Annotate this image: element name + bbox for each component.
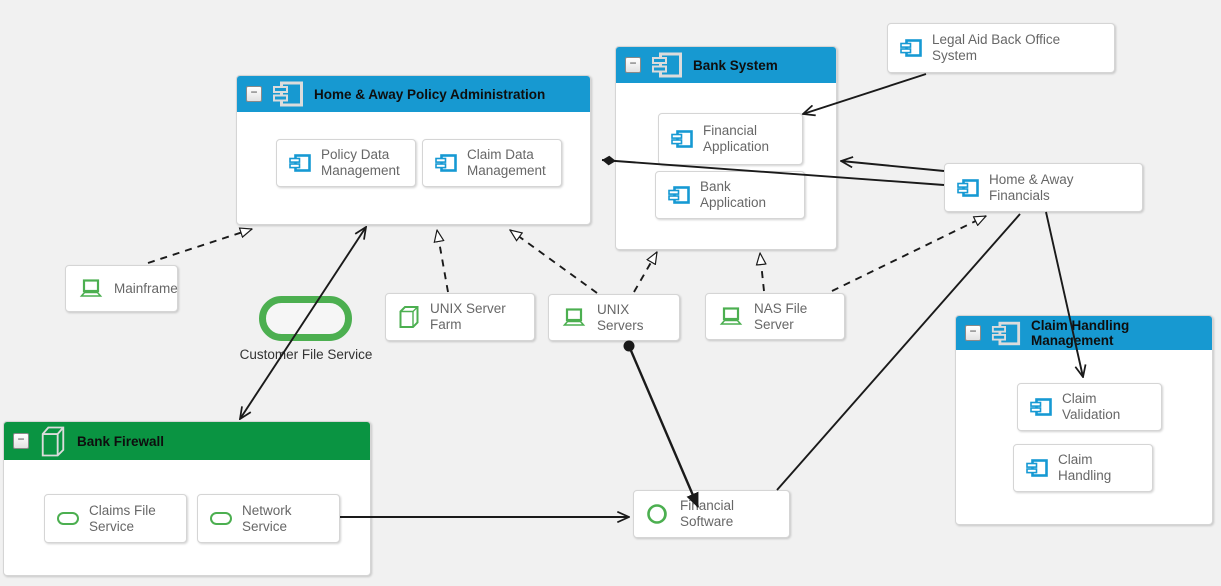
node-network-service[interactable]: Network Service — [197, 494, 340, 543]
pill-icon — [57, 512, 79, 525]
edge-unix-servers-to-bank-system — [633, 252, 658, 293]
container-header[interactable]: − Home & Away Policy Administration — [237, 76, 590, 112]
node-financial-application[interactable]: Financial Application — [658, 113, 803, 165]
edge-mainframe-to-policy-administration — [147, 229, 252, 264]
node-label: Claim Validation — [1062, 391, 1121, 422]
collapse-button[interactable]: − — [13, 433, 29, 449]
edge-nas-file-server-to-bank-system — [760, 253, 764, 292]
container-title: Bank System — [693, 57, 778, 73]
customer-file-service-label: Customer File Service — [239, 347, 373, 362]
container-policy-administration[interactable]: − Home & Away Policy Administration Poli… — [236, 75, 591, 225]
pill-icon — [210, 512, 232, 525]
node-label: Bank Application — [700, 179, 767, 210]
edge-unix-server-farm-to-policy-administration — [437, 230, 449, 293]
node-label: Claim Data Management — [467, 147, 546, 178]
node-claims-file-service[interactable]: Claims File Service — [44, 494, 187, 543]
node-label: Legal Aid Back Office System — [932, 32, 1061, 63]
junction-dot — [623, 340, 635, 352]
interface-circle-icon — [646, 502, 670, 526]
edge-unix-servers-to-financial-software — [627, 345, 700, 508]
component-icon — [991, 321, 1021, 346]
node-label: UNIX Server Farm — [430, 301, 506, 332]
laptop-icon — [78, 279, 104, 298]
container-header[interactable]: − Bank Firewall — [4, 422, 370, 460]
edge-unix-servers-to-policy-administration — [510, 230, 598, 294]
collapse-button[interactable]: − — [965, 325, 981, 341]
node-label: Claim Handling — [1058, 452, 1112, 483]
component-icon — [289, 154, 311, 172]
node-claim-validation[interactable]: Claim Validation — [1017, 383, 1162, 431]
customer-file-service-shape[interactable] — [259, 296, 352, 341]
container-bank-system[interactable]: − Bank System Financial Application — [615, 46, 837, 250]
laptop-icon — [718, 307, 744, 326]
component-icon — [1026, 459, 1048, 477]
component-icon — [435, 154, 457, 172]
node-label: Claims File Service — [89, 502, 156, 534]
component-icon — [668, 186, 690, 204]
component-icon — [272, 81, 304, 107]
node-nas-file-server[interactable]: NAS File Server — [705, 293, 845, 340]
node-label: Network Service — [242, 502, 292, 534]
container-title: Bank Firewall — [77, 433, 165, 449]
container-header[interactable]: − Bank System — [616, 47, 836, 83]
node-label: UNIX Servers — [597, 301, 644, 333]
edge-nas-file-server-to-home-away-financials — [831, 215, 986, 292]
node-claim-data-management[interactable]: Claim Data Management — [422, 139, 562, 187]
node-label: NAS File Server — [754, 300, 808, 332]
edge-home-away-financials-to-bank-system — [841, 161, 945, 172]
node-label: Policy Data Management — [321, 147, 400, 178]
component-icon — [651, 52, 683, 78]
container-header[interactable]: − Claim Handling Management — [956, 316, 1212, 350]
node-financial-software[interactable]: Financial Software — [633, 490, 790, 538]
container-title: Claim Handling Management — [1031, 318, 1130, 348]
container-bank-firewall[interactable]: − Bank Firewall Claims File Service — [3, 421, 371, 576]
component-icon — [957, 178, 979, 197]
node-mainframe[interactable]: Mainframe — [65, 265, 178, 312]
node-bank-application[interactable]: Bank Application — [655, 171, 805, 219]
collapse-button[interactable]: − — [625, 57, 641, 73]
component-icon — [900, 39, 922, 57]
node-claim-handling[interactable]: Claim Handling — [1013, 444, 1153, 492]
node-unix-server-farm[interactable]: UNIX Server Farm — [385, 293, 535, 341]
collapse-button[interactable]: − — [246, 86, 262, 102]
server-cube-icon — [398, 305, 420, 329]
laptop-icon — [561, 308, 587, 327]
node-label: Mainframe — [114, 280, 178, 296]
component-icon — [671, 130, 693, 148]
node-label: Home & Away Financials — [989, 171, 1074, 203]
node-policy-data-management[interactable]: Policy Data Management — [276, 139, 416, 187]
container-title: Home & Away Policy Administration — [314, 86, 546, 102]
node-cube-icon — [39, 425, 67, 458]
node-label: Financial Software — [680, 498, 735, 529]
node-label: Financial Application — [703, 123, 770, 154]
node-unix-servers[interactable]: UNIX Servers — [548, 294, 680, 341]
node-legal-aid-back-office[interactable]: Legal Aid Back Office System — [887, 23, 1115, 73]
container-claim-handling-management[interactable]: − Claim Handling Management Claim Valida… — [955, 315, 1213, 525]
node-home-away-financials[interactable]: Home & Away Financials — [944, 163, 1143, 212]
component-icon — [1030, 398, 1052, 416]
